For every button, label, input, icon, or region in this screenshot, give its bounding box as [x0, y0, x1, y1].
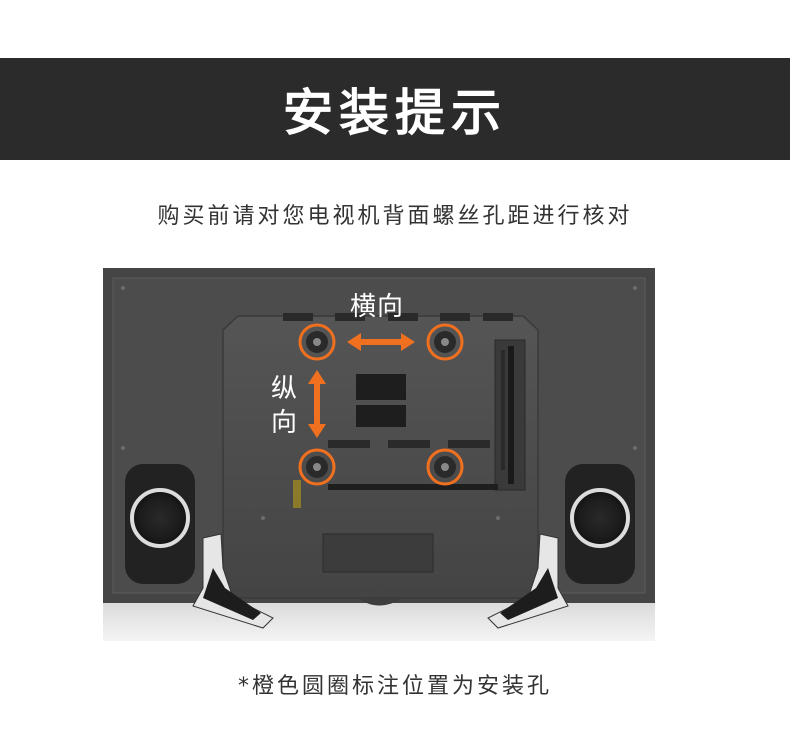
- right-speaker: [565, 464, 635, 584]
- vertical-label-line1: 纵: [271, 374, 298, 404]
- mount-hole-bottom-left: [298, 448, 336, 486]
- stand-plate: [322, 533, 434, 573]
- page-title: 安装提示: [283, 84, 507, 142]
- panel-screws: [121, 286, 637, 520]
- right-stand-leg: [487, 533, 569, 629]
- left-speaker: [125, 464, 195, 584]
- tv-back-illustration: [103, 268, 655, 641]
- center-opening-top: [356, 374, 406, 400]
- mount-hole-top-left: [298, 323, 336, 361]
- center-opening-bottom: [356, 405, 406, 427]
- vertical-label: 纵 向: [271, 372, 301, 440]
- horizontal-label: 横向: [350, 292, 405, 322]
- vent-slots-top: [283, 313, 513, 321]
- mount-hole-bottom-right: [426, 448, 464, 486]
- vertical-label-line2: 向: [271, 408, 298, 438]
- cable-bar: [328, 484, 498, 490]
- horizontal-arrow: [347, 333, 415, 351]
- header-banner: 安装提示: [0, 58, 790, 160]
- vertical-arrow: [308, 370, 326, 438]
- instruction-text: 购买前请对您电视机背面螺丝孔距进行核对: [157, 204, 633, 229]
- mount-hole-top-right: [426, 323, 464, 361]
- left-stand-leg: [192, 533, 274, 629]
- footnote-text: *橙色圆圈标注位置为安装孔: [237, 674, 552, 699]
- vent-slots-bottom: [328, 440, 490, 448]
